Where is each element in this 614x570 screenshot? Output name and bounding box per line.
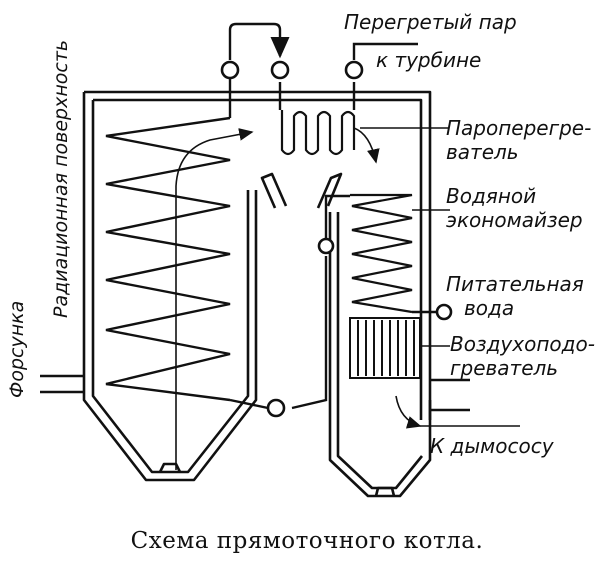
label-radiant-surface: Радиационная поверхность bbox=[50, 39, 72, 318]
roof-outer bbox=[84, 90, 432, 420]
node-radiant-outlet bbox=[220, 60, 240, 80]
gas-flow-right bbox=[353, 127, 380, 164]
roof-inner bbox=[93, 98, 423, 420]
furnace-hopper bbox=[158, 462, 182, 473]
right-baffle bbox=[316, 172, 343, 209]
label-air-heater-line2: греватель bbox=[450, 356, 559, 380]
node-economizer-outlet bbox=[317, 237, 335, 255]
label-air-heater-line1: Воздухоподо- bbox=[450, 332, 595, 356]
gas-flow-up bbox=[175, 128, 254, 470]
label-feed-water-line1: Питательная bbox=[446, 272, 584, 296]
label-superheater-line1: Пароперегре- bbox=[446, 116, 592, 140]
label-feed-water-line2: вода bbox=[464, 296, 515, 320]
radiant-coil bbox=[105, 116, 231, 402]
pipe-econ-out bbox=[324, 194, 350, 240]
gas-flow-down bbox=[395, 395, 422, 429]
figure-caption: Схема прямоточного котла. bbox=[130, 528, 484, 554]
node-coil-inlet bbox=[266, 398, 286, 418]
node-feed-water bbox=[435, 303, 453, 321]
furnace-inner-wall bbox=[91, 100, 250, 474]
pipe-loop-top bbox=[228, 22, 290, 60]
label-economizer-line1: Водяной bbox=[446, 184, 537, 208]
superheater-coil bbox=[280, 110, 356, 156]
label-superheated-steam: Перегретый пар bbox=[344, 10, 517, 34]
label-economizer-line2: экономайзер bbox=[446, 208, 583, 232]
pipe-econ-down bbox=[291, 256, 328, 410]
node-superheater-inlet bbox=[270, 60, 290, 80]
pipe-node-to-coil bbox=[229, 398, 269, 410]
air-heater-tubes bbox=[349, 317, 421, 379]
label-burner: Форсунка bbox=[6, 300, 28, 398]
left-baffle bbox=[260, 172, 288, 209]
label-to-exhauster: К дымососу bbox=[430, 434, 554, 458]
shaft-hopper bbox=[374, 486, 396, 497]
shaft-left-wall bbox=[328, 212, 432, 498]
shaft-left-wall-inner bbox=[336, 212, 424, 490]
node-superheater-outlet bbox=[344, 60, 364, 80]
label-superheater-line2: ватель bbox=[446, 140, 519, 164]
economizer-coil bbox=[350, 193, 413, 314]
pipe-to-turbine bbox=[352, 42, 418, 60]
furnace-outer-wall bbox=[82, 92, 258, 482]
label-to-turbine: к турбине bbox=[376, 48, 482, 72]
